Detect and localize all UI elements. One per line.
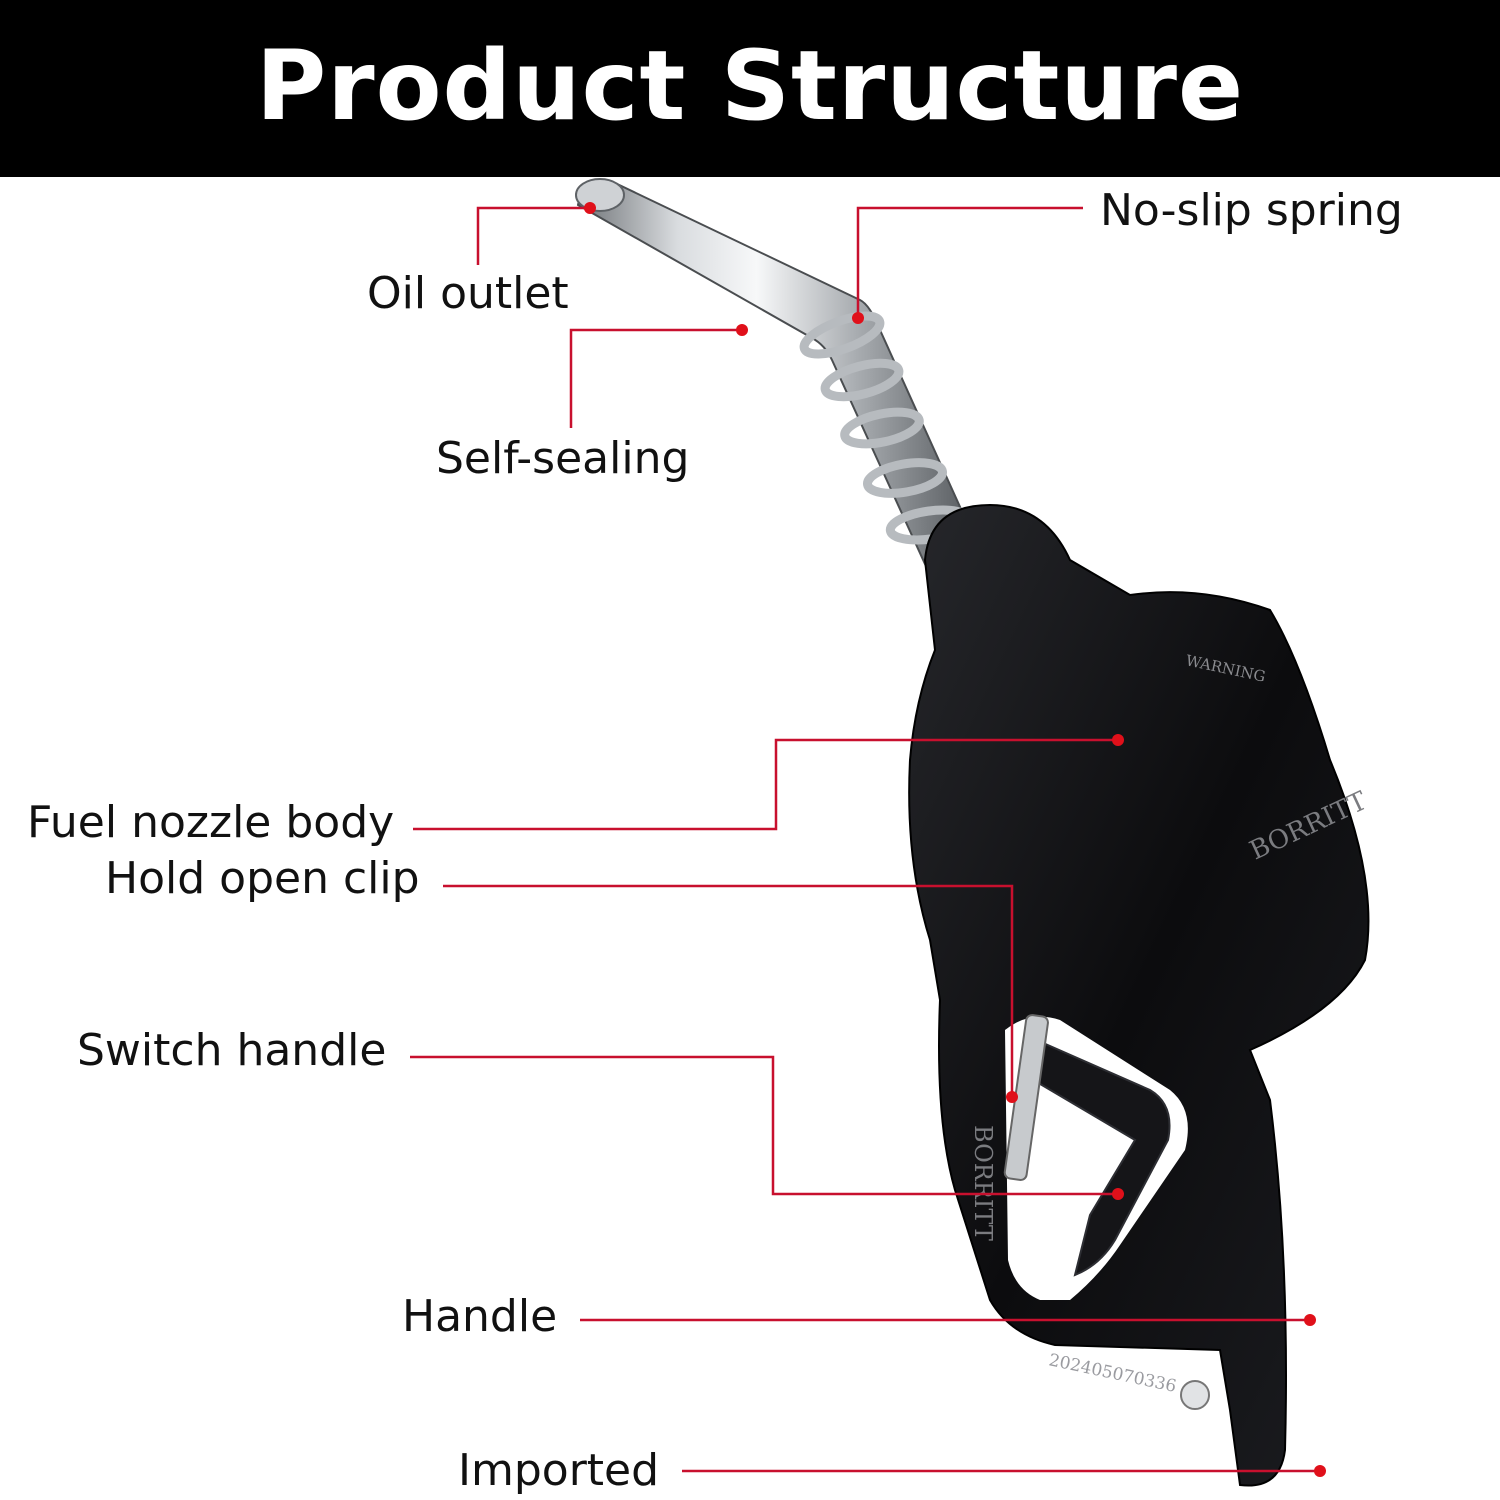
label-self-sealing: Self-sealing — [436, 433, 690, 484]
dot-handle — [1304, 1314, 1316, 1326]
dot-self-sealing — [736, 324, 748, 336]
leader-switch-handle — [410, 1055, 1118, 1196]
leader-fuel-nozzle-body — [413, 738, 1118, 831]
no-slip-spring-coils — [799, 311, 975, 545]
brand-logo-grip: BORRITT — [969, 1125, 997, 1241]
leader-no-slip-spring — [856, 206, 1083, 318]
label-hold-open-clip: Hold open clip — [105, 853, 420, 904]
label-fuel-nozzle-body: Fuel nozzle body — [27, 797, 395, 848]
dot-fuel-nozzle-body — [1112, 734, 1124, 746]
spout-tip — [575, 178, 625, 212]
leader-oil-outlet — [476, 206, 590, 265]
label-no-slip-spring: No-slip spring — [1100, 185, 1403, 236]
label-oil-outlet: Oil outlet — [367, 268, 569, 319]
serial-number: 202405070336 — [1047, 1350, 1178, 1397]
page-title: Product Structure — [255, 29, 1245, 142]
dot-hold-open-clip — [1006, 1091, 1018, 1103]
label-handle: Handle — [402, 1291, 558, 1342]
header-banner: Product Structure — [0, 0, 1500, 177]
bolt-shape — [1180, 1380, 1210, 1410]
switch-handle-lever — [1024, 1033, 1171, 1277]
nozzle-body-shape — [908, 503, 1370, 1487]
label-switch-handle: Switch handle — [77, 1025, 387, 1076]
dot-no-slip-spring — [852, 312, 864, 324]
leader-hold-open-clip — [443, 884, 1014, 1097]
dot-imported — [1314, 1465, 1326, 1477]
dot-switch-handle — [1112, 1188, 1124, 1200]
leader-self-sealing — [569, 328, 742, 428]
dot-oil-outlet — [584, 202, 596, 214]
label-imported: Imported — [458, 1445, 660, 1496]
leader-lines — [410, 206, 1320, 1473]
marker-dots — [584, 202, 1326, 1477]
